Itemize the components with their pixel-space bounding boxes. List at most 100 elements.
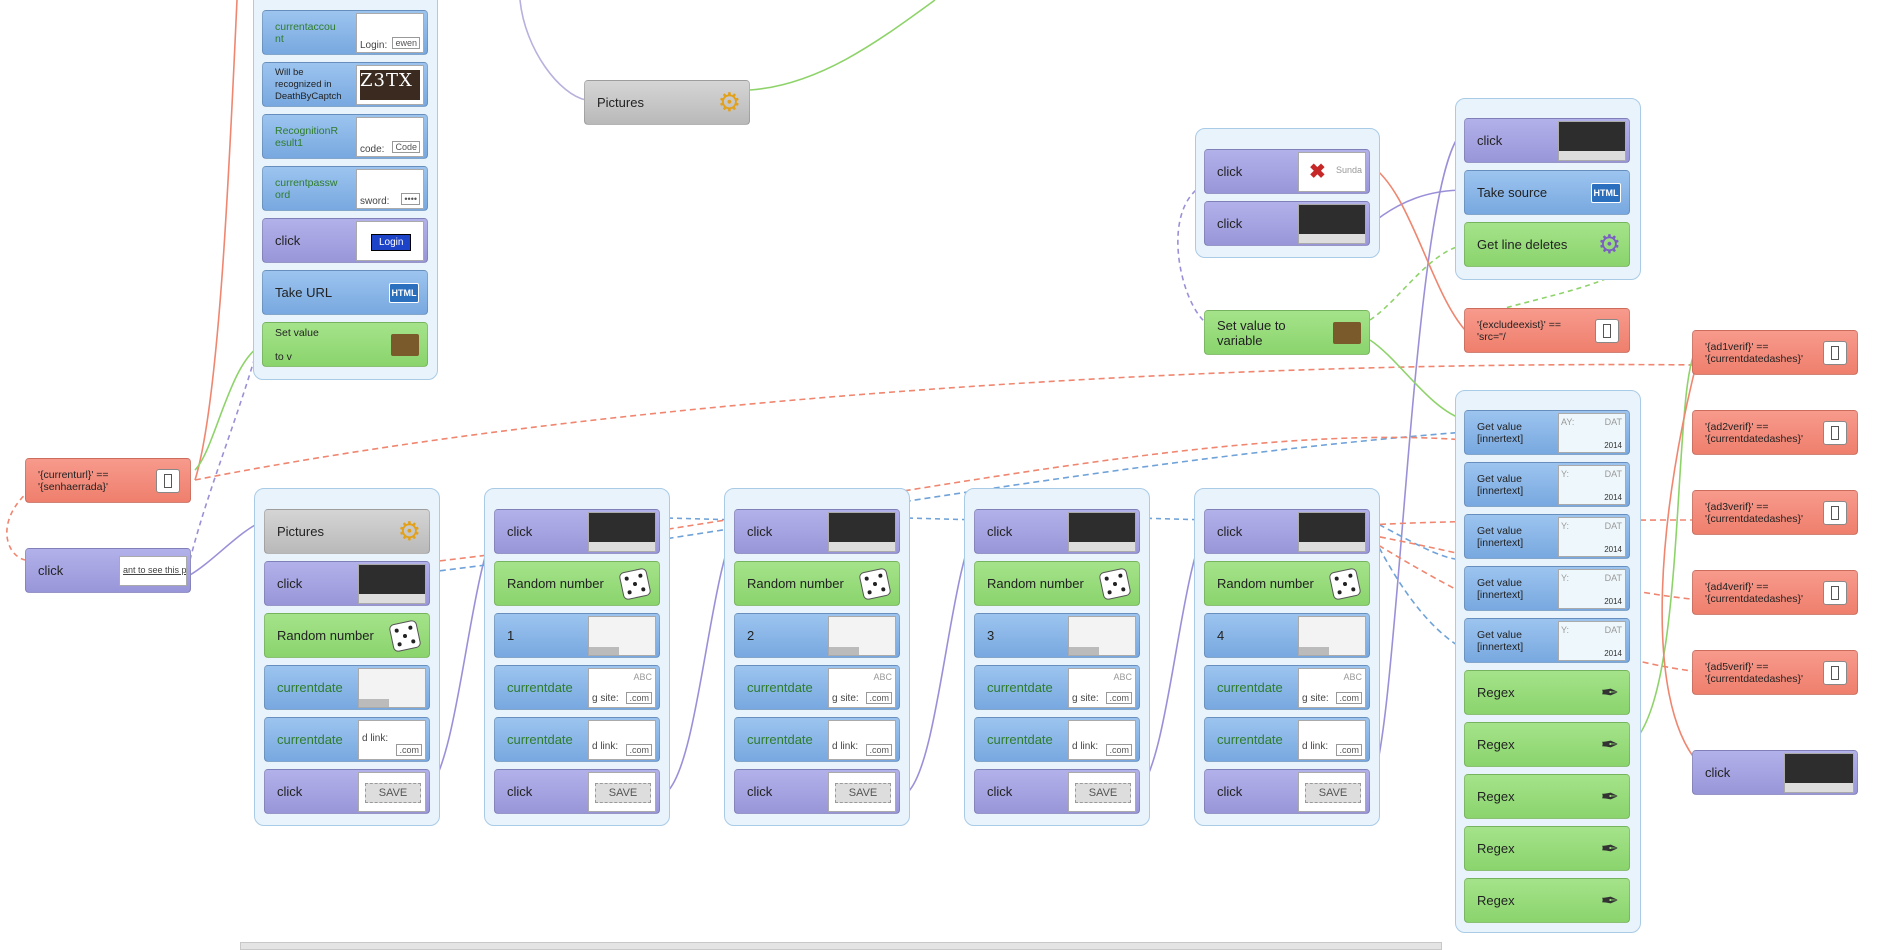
col4-click-block[interactable]: click (974, 509, 1140, 554)
r-click-block[interactable]: click (1464, 118, 1630, 163)
g1-currentdate2-block[interactable]: currentdate d link:.com (264, 717, 430, 762)
block-label: currentdate (277, 680, 343, 695)
regex-block[interactable]: Regex✒ (1464, 670, 1630, 715)
thumb-text: 2014 (1604, 596, 1622, 606)
g1-random-block[interactable]: Random number (264, 613, 430, 658)
ad-verify-condition-block[interactable]: '{ad2verif}' == '{currentdatedashes}' (1692, 410, 1858, 455)
thumb-value: .com (1336, 691, 1362, 704)
col3-random-block[interactable]: Random number (734, 561, 900, 606)
thumb-text: d link: (1072, 740, 1099, 752)
set-value-block[interactable]: Set value to v (262, 322, 428, 367)
block-label: Random number (507, 576, 604, 591)
click-close-block[interactable]: click ✖Sunda (1204, 149, 1370, 194)
left-click-block[interactable]: click ant to see this p (25, 548, 191, 593)
block-label: 4 (1217, 628, 1225, 643)
thumb-text: 2014 (1604, 648, 1622, 658)
g1-pictures-block[interactable]: Pictures ⚙ (264, 509, 430, 554)
g1-currentdate-block[interactable]: currentdate (264, 665, 430, 710)
ad-verify-condition-block[interactable]: '{ad5verif}' == '{currentdatedashes}' (1692, 650, 1858, 695)
col3-click-block[interactable]: click (734, 509, 900, 554)
get-line-deletes-block[interactable]: Get line deletes ⚙ (1464, 222, 1630, 267)
col5-number-block[interactable]: 4 (1204, 613, 1370, 658)
currentaccount-block[interactable]: currentaccou nt Login:ewen (262, 10, 428, 55)
login-click-block[interactable]: click Login (262, 218, 428, 263)
save-preview: SAVE (835, 782, 891, 803)
thumb-text: g site: (832, 692, 859, 704)
col2-random-block[interactable]: Random number (494, 561, 660, 606)
g1-click-block[interactable]: click (264, 561, 430, 606)
ad-verify-condition-block[interactable]: '{ad3verif}' == '{currentdatedashes}' (1692, 490, 1858, 535)
take-source-block[interactable]: Take source HTML (1464, 170, 1630, 215)
block-label: Take source (1477, 185, 1548, 200)
block-label: Regex (1477, 841, 1515, 856)
thumb-text: d link: (832, 740, 859, 752)
switch-icon (1595, 318, 1619, 343)
block-label: click (987, 524, 1013, 539)
senha-condition-block[interactable]: '{currenturl}' == '{senhaerrada}' (25, 458, 191, 503)
col4-number-block[interactable]: 3 (974, 613, 1140, 658)
ad-verify-condition-block[interactable]: '{ad4verif}' == '{currentdatedashes}' (1692, 570, 1858, 615)
recognition-result-block[interactable]: RecognitionR esult1 code:Code (262, 114, 428, 159)
block-label: currentdate (507, 680, 573, 695)
col2-number-block[interactable]: 1 (494, 613, 660, 658)
gears-icon: ⚙ (717, 87, 741, 117)
regex-block[interactable]: Regex✒ (1464, 774, 1630, 819)
thumb-text: DAT (1604, 572, 1622, 583)
block-label: Random number (1217, 576, 1314, 591)
horizontal-scrollbar[interactable] (240, 942, 1442, 950)
thumb-value: .com (866, 743, 892, 756)
regex-block[interactable]: Regex✒ (1464, 722, 1630, 767)
col4-random-block[interactable]: Random number (974, 561, 1140, 606)
block-label: Pictures (597, 95, 644, 110)
block-thumbnail: d link:.com (1298, 719, 1366, 760)
block-label: click (1217, 216, 1243, 231)
block-label: currentdate (1217, 680, 1283, 695)
currentpassword-block[interactable]: currentpassw ord sword:•••• (262, 166, 428, 211)
col5-click-block[interactable]: click (1204, 509, 1370, 554)
pictures-block[interactable]: Pictures ⚙ (584, 80, 750, 125)
condition-label: '{ad5verif}' == '{currentdatedashes}' (1705, 660, 1803, 685)
br-click-block[interactable]: click (1692, 750, 1858, 795)
block-thumbnail: ✖Sunda (1298, 151, 1366, 192)
col5-random-block[interactable]: Random number (1204, 561, 1370, 606)
col2-click-block[interactable]: click (494, 509, 660, 554)
exclude-condition-block[interactable]: '{excludeexist}' == 'src="/ (1464, 308, 1630, 353)
regex-block[interactable]: Regex✒ (1464, 878, 1630, 923)
set-value-to-variable-block[interactable]: Set value to variable (1204, 310, 1370, 355)
thumb-text: sword: (360, 195, 390, 207)
save-thumbnail: SAVE (358, 771, 426, 812)
g1-save-click-block[interactable]: click SAVE (264, 769, 430, 814)
thumb-value: Code (392, 140, 420, 153)
dice-icon (1328, 566, 1362, 601)
take-url-block[interactable]: Take URL HTML (262, 270, 428, 315)
save-thumbnail: SAVE (588, 771, 656, 812)
block-label: currentdate (987, 732, 1053, 747)
block-label: Random number (987, 576, 1084, 591)
regex-block[interactable]: Regex✒ (1464, 826, 1630, 871)
ad-verify-condition-block[interactable]: '{ad1verif}' == '{currentdatedashes}' (1692, 330, 1858, 375)
thumb-value: .com (626, 691, 652, 704)
captcha-recognize-block[interactable]: Will be recognized in DeathByCaptch Z3TX (262, 62, 428, 107)
click-dark-block[interactable]: click (1204, 201, 1370, 246)
block-label: click (987, 784, 1013, 799)
col3-number-block[interactable]: 2 (734, 613, 900, 658)
